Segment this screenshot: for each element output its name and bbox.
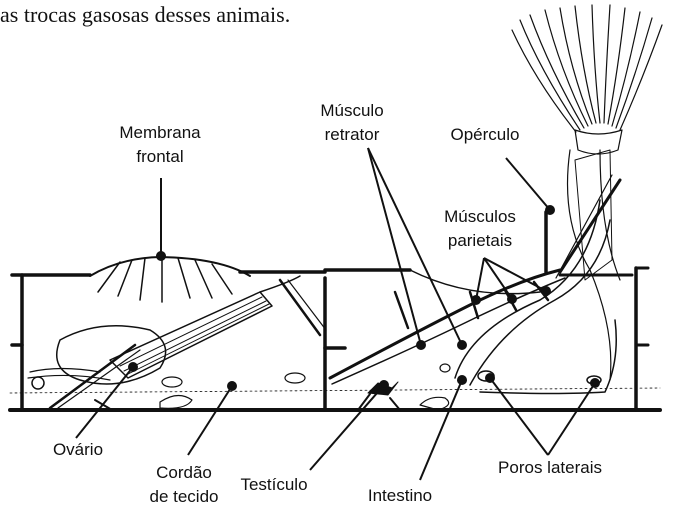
left-zooid-wall bbox=[12, 270, 410, 410]
pointer-dot bbox=[486, 374, 494, 382]
pointer-dot bbox=[591, 379, 599, 387]
label-testiculo: Testículo bbox=[240, 475, 307, 494]
label-intestino: Intestino bbox=[368, 486, 432, 505]
pointer-dot bbox=[228, 382, 236, 390]
label-musculos-parietais-line1: Músculos bbox=[444, 207, 516, 226]
pointer-dot bbox=[472, 296, 480, 304]
lophophore bbox=[512, 5, 662, 154]
label-ovario: Ovário bbox=[53, 440, 103, 459]
substrate-line bbox=[10, 388, 660, 393]
label-musculo-retrator-line1: Músculo bbox=[320, 101, 383, 120]
pointer-dot bbox=[417, 341, 425, 349]
pointer-dot bbox=[458, 341, 466, 349]
frontal-membrane bbox=[90, 257, 250, 276]
label-operculo: Opérculo bbox=[451, 125, 520, 144]
left-polypide bbox=[28, 276, 326, 410]
pointer-dot bbox=[508, 295, 516, 303]
membrane-fibers bbox=[98, 257, 232, 302]
leader-lines bbox=[76, 148, 599, 480]
label-musculos-parietais-line2: parietais bbox=[448, 231, 512, 250]
label-membrana-frontal-line1: Membrana bbox=[119, 123, 201, 142]
pointer-dot bbox=[129, 363, 137, 371]
pointer-dot bbox=[542, 287, 550, 295]
right-zooid bbox=[330, 150, 648, 410]
pointer-dot bbox=[157, 252, 165, 260]
labels: Membrana frontal Músculo retrator Opércu… bbox=[53, 101, 602, 506]
label-cordao-line1: Cordão bbox=[156, 463, 212, 482]
label-membrana-frontal-line2: frontal bbox=[136, 147, 183, 166]
zooid-illustration bbox=[10, 5, 662, 410]
label-cordao-line2: de tecido bbox=[150, 487, 219, 506]
label-musculo-retrator-line2: retrator bbox=[325, 125, 380, 144]
pointer-dot bbox=[380, 381, 388, 389]
pointer-dot bbox=[546, 206, 554, 214]
label-poros-laterais: Poros laterais bbox=[498, 458, 602, 477]
pointer-dot bbox=[458, 376, 466, 384]
